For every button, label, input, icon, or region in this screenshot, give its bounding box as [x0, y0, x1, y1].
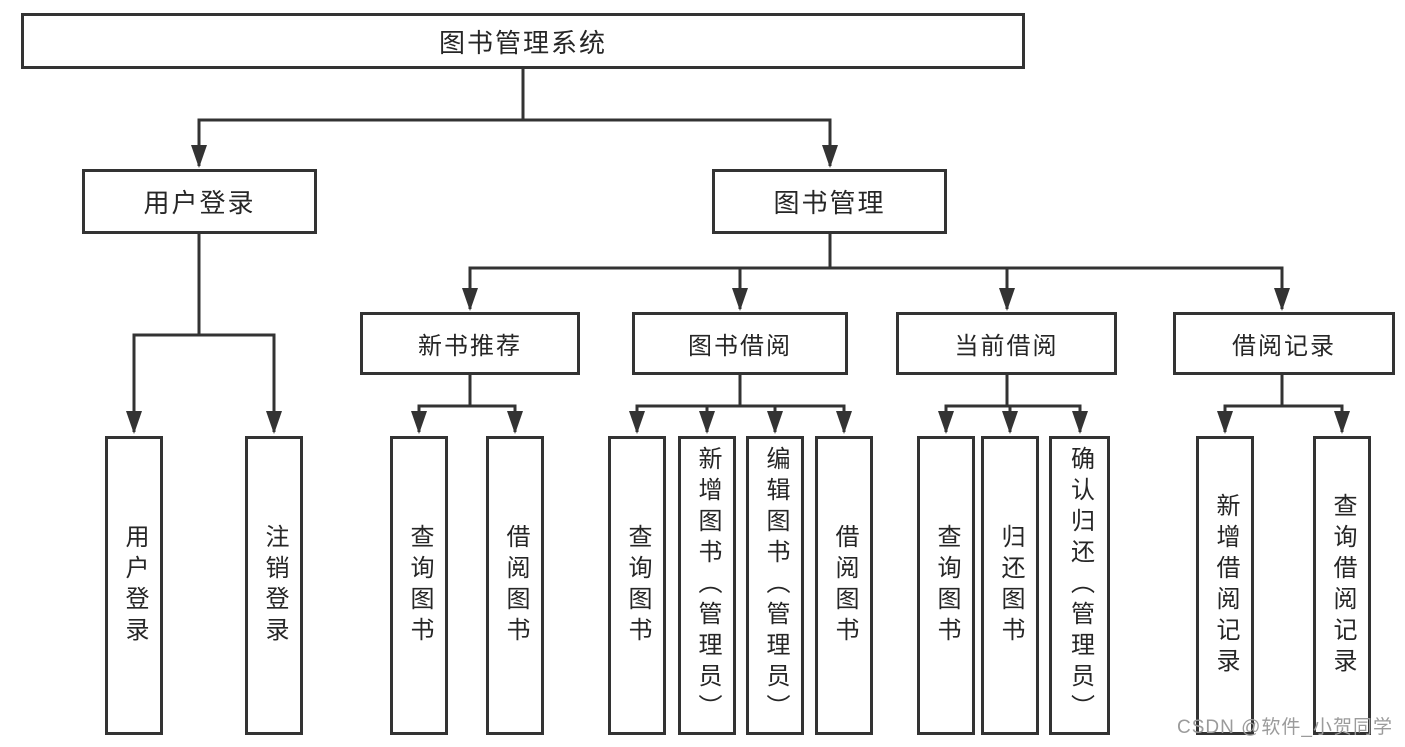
leaf-borrow-book-1: 借阅图书 [486, 436, 544, 735]
node-new-book-recommend: 新书推荐 [360, 312, 580, 375]
leaf-add-borrow-record: 新增借阅记录 [1196, 436, 1254, 735]
node-current-borrow: 当前借阅 [896, 312, 1117, 375]
node-root-system: 图书管理系统 [21, 13, 1025, 69]
leaf-logout: 注销登录 [245, 436, 303, 735]
leaf-edit-book-admin: 编辑图书（管理员） [746, 436, 804, 735]
leaf-return-book: 归还图书 [981, 436, 1039, 735]
leaf-user-login: 用户登录 [105, 436, 163, 735]
leaf-add-book-admin: 新增图书（管理员） [678, 436, 736, 735]
leaf-confirm-return-admin: 确认归还（管理员） [1049, 436, 1110, 735]
node-book-borrow: 图书借阅 [632, 312, 848, 375]
csdn-watermark: CSDN @软件_小贺同学 [1177, 717, 1393, 738]
leaf-search-book-2: 查询图书 [608, 436, 666, 735]
node-book-management: 图书管理 [712, 169, 947, 234]
node-user-login: 用户登录 [82, 169, 317, 234]
leaf-search-book-1: 查询图书 [390, 436, 448, 735]
leaf-search-borrow-record: 查询借阅记录 [1313, 436, 1371, 735]
leaf-borrow-book-2: 借阅图书 [815, 436, 873, 735]
node-borrow-record: 借阅记录 [1173, 312, 1395, 375]
leaf-search-book-3: 查询图书 [917, 436, 975, 735]
